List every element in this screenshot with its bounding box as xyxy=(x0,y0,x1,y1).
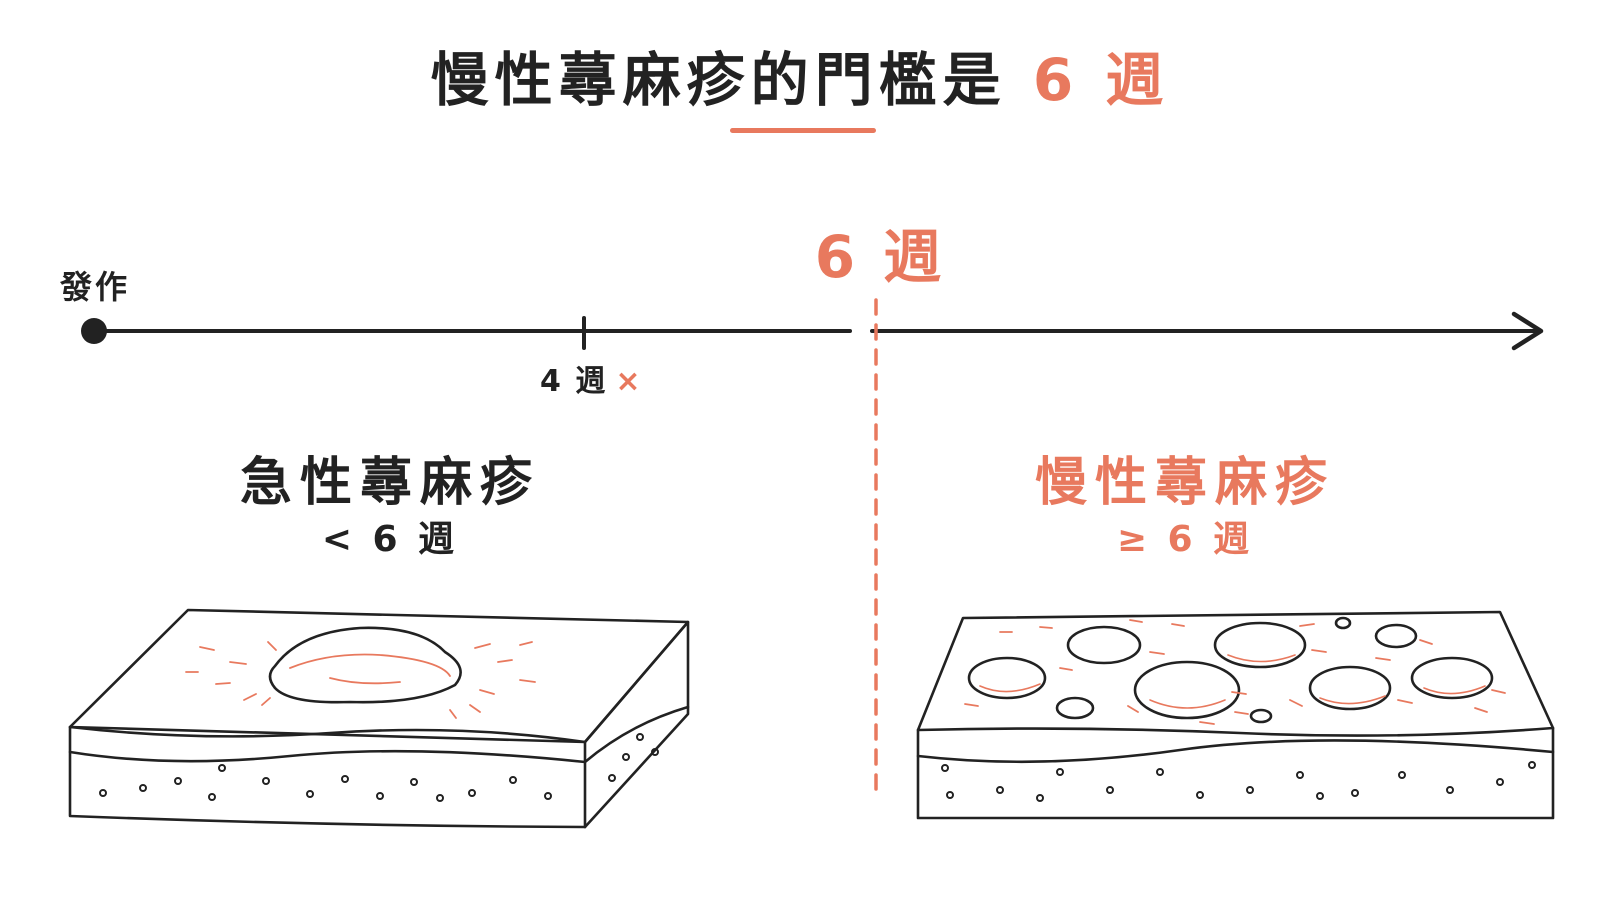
acute-skin-pores xyxy=(99,733,659,802)
page-title: 慢性蕁麻疹的門檻是 6 週 xyxy=(0,40,1600,120)
title-highlight: 6 週 xyxy=(1032,46,1170,114)
title-underline xyxy=(730,128,876,133)
acute-redness-dashes xyxy=(185,641,536,719)
chronic-duration: ≥ 6 週 xyxy=(1116,519,1254,560)
timeline xyxy=(81,311,1544,351)
cross-icon: × xyxy=(615,364,643,399)
acute-duration: < 6 週 xyxy=(321,519,459,560)
acute-skin-block xyxy=(68,608,690,829)
chronic-title: 慢性蕁麻疹 xyxy=(1034,453,1335,513)
chronic-skin-pores xyxy=(941,761,1536,802)
threshold-label: 6 週 xyxy=(814,223,946,291)
onset-label: 發作 xyxy=(60,268,131,306)
acute-title: 急性蕁麻疹 xyxy=(239,453,540,513)
title-main: 慢性蕁麻疹的門檻是 xyxy=(430,46,1007,114)
chronic-skin-block xyxy=(916,610,1555,820)
tick-label-4-weeks: 4 週× xyxy=(540,356,642,400)
tick-label-text: 4 週 xyxy=(540,364,608,399)
timeline-arrow-head xyxy=(1511,311,1544,351)
chronic-redness-dashes xyxy=(964,619,1506,725)
